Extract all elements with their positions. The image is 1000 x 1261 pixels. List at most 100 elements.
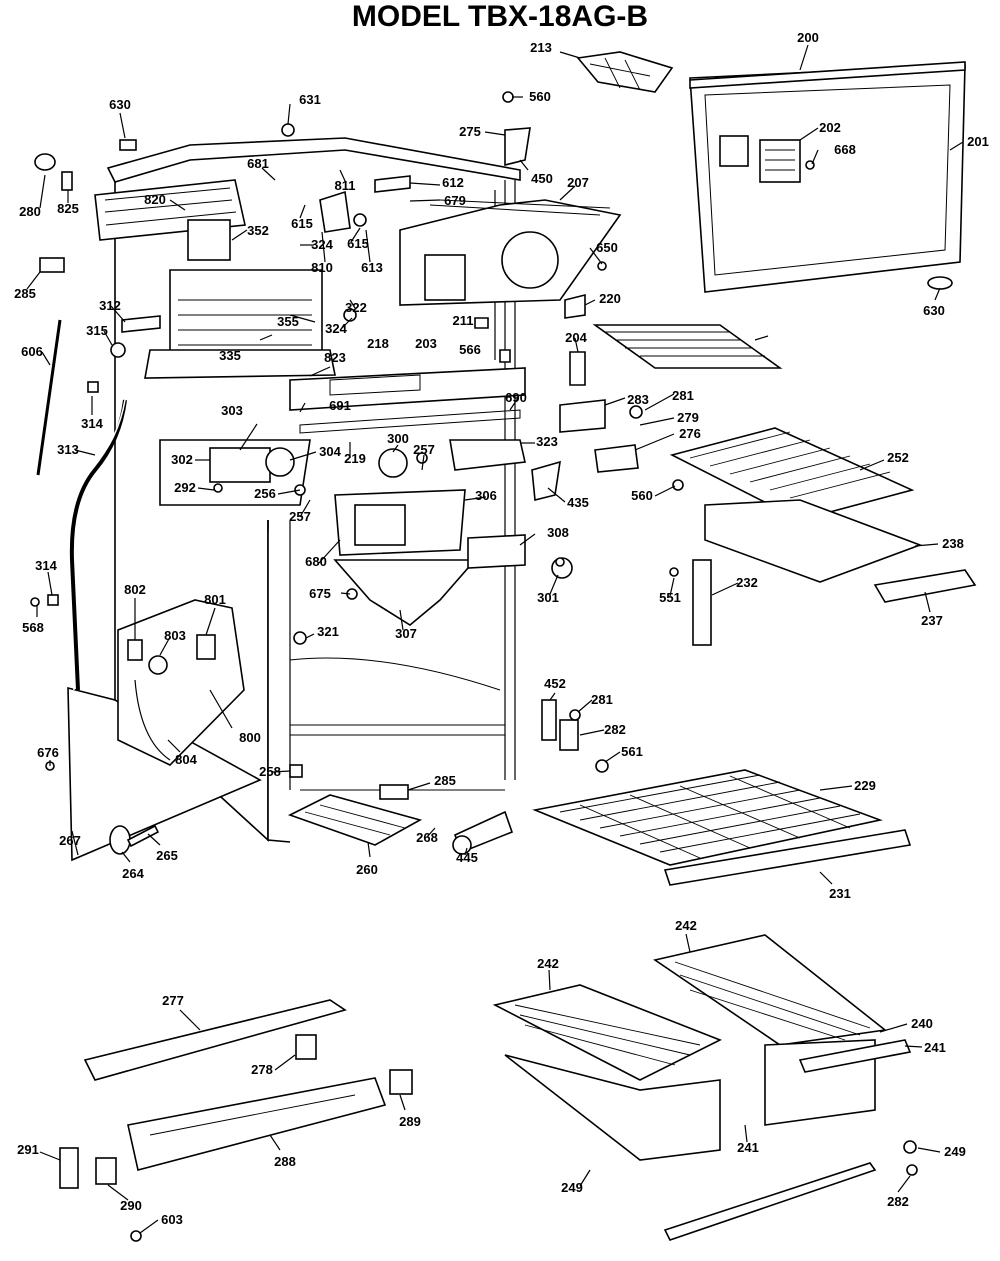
label-811: 811 — [335, 178, 356, 193]
label-289: 289 — [399, 1114, 421, 1129]
cover-288 — [127, 1077, 387, 1171]
label-232: 232 — [736, 575, 758, 590]
label-281-a: 281 — [672, 388, 694, 403]
label-323: 323 — [536, 434, 558, 449]
label-675: 675 — [309, 586, 331, 601]
label-252: 252 — [887, 450, 909, 465]
label-213: 213 — [530, 40, 552, 55]
diagram-title: MODEL TBX-18AG-B — [352, 0, 648, 33]
label-335: 335 — [219, 348, 241, 363]
label-615-a: 615 — [291, 216, 313, 231]
label-630-b: 630 — [923, 303, 945, 318]
label-264: 264 — [122, 866, 144, 881]
label-551: 551 — [659, 590, 681, 605]
leader-lines — [26, 44, 964, 1234]
label-630-a: 630 — [109, 97, 131, 112]
label-314-a: 314 — [81, 416, 103, 431]
label-249-right: 249 — [944, 1144, 966, 1159]
freezer-door-liner — [689, 61, 966, 293]
label-691: 691 — [329, 398, 351, 413]
hardware — [30, 91, 953, 1242]
label-304: 304 — [319, 444, 341, 459]
label-203: 203 — [415, 336, 437, 351]
shelf-229 — [532, 769, 912, 886]
label-292: 292 — [174, 480, 196, 495]
label-219: 219 — [344, 451, 366, 466]
label-324-a: 324 — [311, 237, 333, 252]
label-257-b: 257 — [289, 509, 311, 524]
label-290: 290 — [120, 1198, 142, 1213]
label-312: 312 — [99, 298, 121, 313]
label-277: 277 — [162, 993, 184, 1008]
ice-tray-213 — [576, 51, 674, 93]
label-241-right: 241 — [924, 1040, 946, 1055]
label-680: 680 — [305, 554, 327, 569]
label-668: 668 — [834, 142, 856, 157]
label-315: 315 — [86, 323, 108, 338]
label-242-right: 242 — [675, 918, 697, 933]
label-218: 218 — [367, 336, 389, 351]
label-268: 268 — [416, 830, 438, 845]
label-285-b: 285 — [434, 773, 456, 788]
label-615-b: 615 — [347, 236, 369, 251]
label-280: 280 — [19, 204, 41, 219]
label-303: 303 — [221, 403, 243, 418]
label-256: 256 — [254, 486, 276, 501]
label-300: 300 — [387, 431, 409, 446]
label-314-b: 314 — [35, 558, 57, 573]
label-282-a: 282 — [604, 722, 626, 737]
label-200: 200 — [797, 30, 819, 45]
label-631: 631 — [299, 92, 321, 107]
upper-cooling-assembly — [94, 179, 622, 379]
label-801: 801 — [204, 592, 226, 607]
drain-pan-268 — [287, 794, 423, 846]
label-820: 820 — [144, 192, 166, 207]
label-237: 237 — [921, 613, 943, 628]
label-279: 279 — [677, 410, 699, 425]
label-283: 283 — [627, 392, 649, 407]
label-202: 202 — [819, 120, 841, 135]
label-238: 238 — [942, 536, 964, 551]
label-204: 204 — [565, 330, 587, 345]
label-281-b: 281 — [591, 692, 613, 707]
label-220: 220 — [599, 291, 621, 306]
label-288: 288 — [274, 1154, 296, 1169]
label-650: 650 — [596, 240, 618, 255]
label-679: 679 — [444, 193, 466, 208]
label-568: 568 — [22, 620, 44, 635]
label-275: 275 — [459, 124, 481, 139]
label-452: 452 — [544, 676, 566, 691]
label-322: 322 — [345, 300, 367, 315]
label-804: 804 — [175, 752, 197, 767]
label-301: 301 — [537, 590, 559, 605]
label-810: 810 — [311, 260, 333, 275]
label-229: 229 — [854, 778, 876, 793]
label-257-a: 257 — [413, 442, 435, 457]
label-285-a: 285 — [14, 286, 36, 301]
label-803: 803 — [164, 628, 186, 643]
wire-606 — [36, 319, 62, 476]
label-267: 267 — [59, 833, 81, 848]
label-231: 231 — [829, 886, 851, 901]
label-690: 690 — [505, 390, 527, 405]
label-321: 321 — [317, 624, 339, 639]
label-603: 603 — [161, 1212, 183, 1227]
tube-313 — [69, 399, 127, 691]
label-201: 201 — [967, 134, 989, 149]
crisper-bar-241 — [798, 1039, 912, 1073]
label-282-b: 282 — [887, 1194, 909, 1209]
label-276: 276 — [679, 426, 701, 441]
label-450: 450 — [531, 171, 553, 186]
label-302: 302 — [171, 452, 193, 467]
part-labels: 200 201 202 203 204 207 211 213 218 219 … — [14, 30, 989, 1227]
crisper-bar-249 — [663, 1162, 877, 1241]
rail-277 — [83, 999, 347, 1081]
shelf-252 — [669, 427, 923, 583]
label-435: 435 — [567, 495, 589, 510]
label-681: 681 — [247, 156, 269, 171]
label-278: 278 — [251, 1062, 273, 1077]
label-561: 561 — [621, 744, 643, 759]
wire-shelf-212 — [592, 324, 783, 369]
label-240: 240 — [911, 1016, 933, 1031]
